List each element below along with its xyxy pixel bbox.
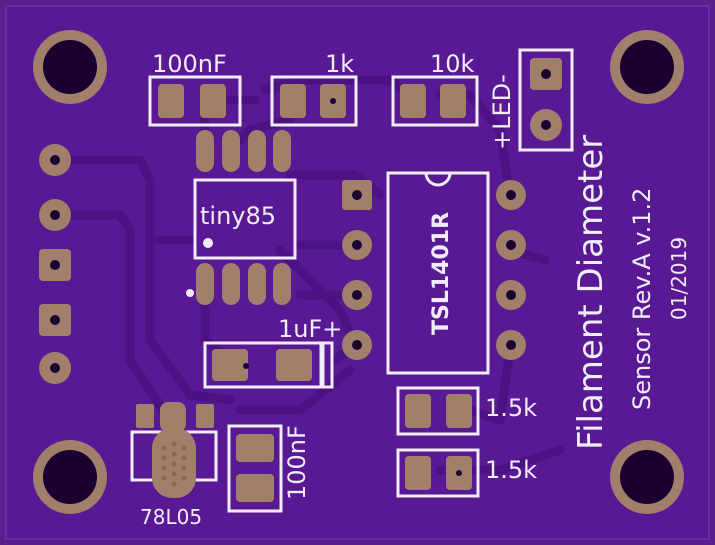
res-15k-a-label: 1.5k <box>485 394 537 422</box>
led-connector: +LED- <box>488 48 574 152</box>
mcu-label: tiny85 <box>200 202 276 230</box>
title-line-1: Filament Diameter <box>571 135 611 450</box>
date-label: 01/2019 <box>667 237 691 320</box>
regulator-78l05: 78L05 <box>130 402 218 529</box>
mcu-tiny85: tiny85 <box>186 130 297 305</box>
cap-bottom-label: 100nF <box>283 425 311 500</box>
cap-top-label: 100nF <box>152 50 227 78</box>
mounting-holes <box>33 30 684 514</box>
res-10k: 10k <box>391 50 479 127</box>
res-10k-label: 10k <box>430 50 475 78</box>
cap-1uf-label: 1uF+ <box>278 315 342 343</box>
res-1-5k-b: 1.5k <box>396 448 537 498</box>
res-1k-label: 1k <box>325 50 354 78</box>
res-1-5k-a: 1.5k <box>396 386 537 436</box>
title-line-2: Sensor Rev.A v.1.2 <box>628 188 656 410</box>
cap-100nf-bottom: 100nF <box>227 424 311 513</box>
left-header-pins <box>39 144 71 384</box>
sensor-tsl1401r: TSL1401R <box>342 171 526 375</box>
sensor-label: TSL1401R <box>429 212 454 335</box>
cap-100nf-top: 100nF <box>148 50 242 127</box>
cap-1uf: 1uF+ <box>203 315 342 389</box>
res-1k: 1k <box>270 50 358 127</box>
res-15k-b-label: 1.5k <box>485 456 537 484</box>
regulator-label: 78L05 <box>140 505 202 529</box>
led-label: +LED- <box>488 74 516 150</box>
